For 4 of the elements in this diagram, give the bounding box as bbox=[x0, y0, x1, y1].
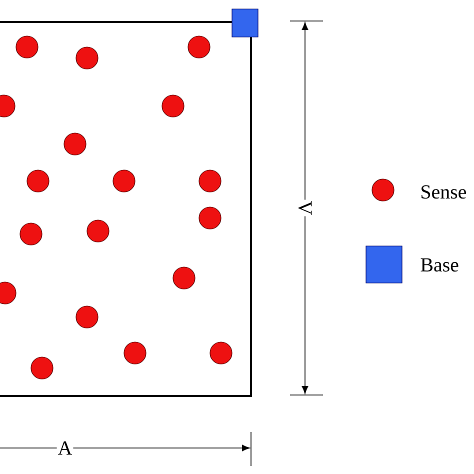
legend-label: Base bbox=[420, 258, 458, 272]
dimension-label: V bbox=[298, 201, 312, 215]
legend-label: Sense bbox=[422, 185, 466, 199]
dimension-label: A bbox=[58, 441, 72, 455]
